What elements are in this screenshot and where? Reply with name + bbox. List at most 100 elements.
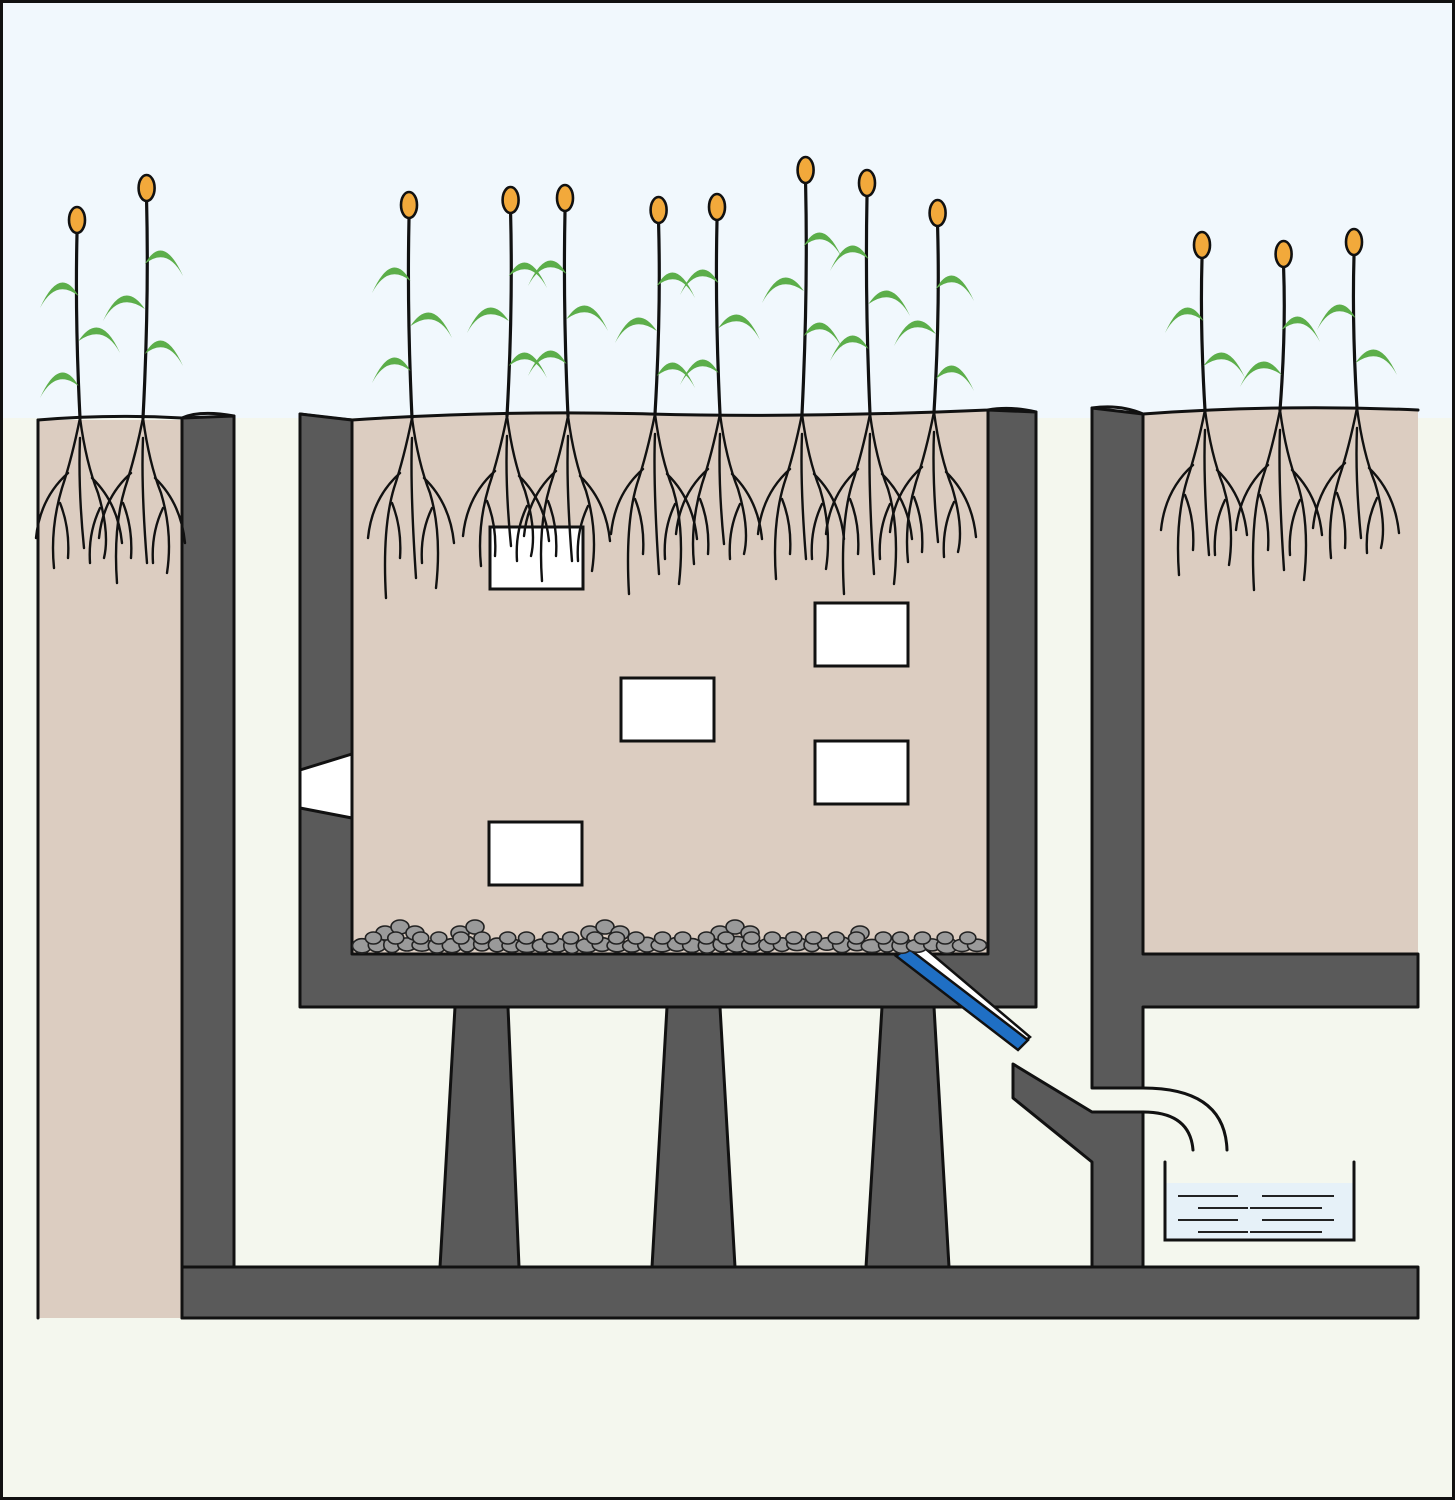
- soil-sample-block: [487, 820, 584, 887]
- plants: [34, 155, 1401, 600]
- soil-sample-block: [488, 525, 585, 591]
- root: [841, 412, 872, 596]
- root: [1215, 468, 1249, 537]
- seed-head: [501, 185, 520, 215]
- plant: [1311, 227, 1401, 560]
- leaf: [830, 335, 869, 361]
- pebble: [913, 931, 932, 945]
- plant: [824, 168, 914, 596]
- support-leg-3: [864, 1005, 951, 1269]
- root: [51, 416, 82, 570]
- root: [78, 436, 86, 550]
- root: [718, 412, 748, 556]
- root: [698, 497, 710, 556]
- root: [78, 416, 108, 560]
- root: [848, 497, 860, 556]
- pebble: [891, 931, 910, 945]
- pebble: [673, 931, 692, 945]
- root: [410, 416, 440, 590]
- water-lines: [1178, 1195, 1334, 1233]
- seed-head: [796, 155, 815, 185]
- root: [505, 434, 513, 548]
- lysimeter-container: [298, 408, 1038, 1009]
- root: [121, 501, 133, 560]
- pebble: [517, 931, 536, 945]
- root: [810, 502, 824, 561]
- root: [912, 495, 924, 554]
- leaf: [935, 365, 974, 391]
- leaf: [508, 262, 547, 288]
- root: [141, 436, 149, 565]
- root: [868, 412, 898, 586]
- root: [653, 412, 683, 586]
- root: [517, 474, 551, 543]
- leaf: [528, 350, 567, 376]
- plant: [522, 183, 612, 583]
- leaf: [1281, 316, 1320, 342]
- leaf: [40, 372, 79, 398]
- root: [800, 432, 808, 561]
- pebble: [541, 931, 560, 945]
- leaf: [868, 290, 910, 316]
- pebble: [874, 931, 893, 945]
- root: [728, 502, 742, 561]
- pebble: [959, 931, 977, 945]
- root: [1176, 408, 1207, 577]
- leaf: [103, 295, 145, 321]
- root: [1251, 408, 1282, 592]
- root: [1355, 426, 1363, 540]
- root: [626, 412, 657, 596]
- leaf: [528, 260, 567, 286]
- leaf: [680, 269, 719, 295]
- root: [390, 501, 402, 560]
- leaf: [803, 322, 842, 348]
- leaf: [718, 314, 760, 340]
- root: [522, 469, 558, 538]
- leaf: [656, 362, 695, 388]
- leaf: [615, 317, 657, 343]
- leaf: [830, 245, 869, 271]
- leaf: [410, 312, 452, 338]
- root: [1278, 428, 1286, 572]
- pebble: [785, 931, 803, 945]
- root: [539, 414, 570, 583]
- seed-head: [928, 198, 947, 228]
- leaf: [680, 359, 719, 385]
- access-port: [298, 751, 354, 820]
- leaf: [935, 275, 974, 301]
- root: [888, 465, 924, 534]
- root: [546, 499, 558, 558]
- root: [97, 471, 133, 540]
- root: [58, 501, 70, 560]
- root: [1278, 408, 1308, 582]
- pebble: [411, 931, 430, 945]
- root: [756, 467, 792, 536]
- pebble: [386, 931, 405, 945]
- drain-collector: [1011, 1062, 1145, 1269]
- root: [1335, 491, 1347, 550]
- plant: [1159, 230, 1249, 577]
- plant: [97, 173, 187, 585]
- leaf: [144, 250, 183, 276]
- root: [153, 476, 187, 545]
- root: [633, 497, 645, 556]
- support-leg-2: [650, 1005, 737, 1269]
- seed-head: [649, 195, 668, 225]
- pebble: [847, 931, 866, 945]
- ground-surface-left: [36, 411, 236, 422]
- root: [880, 472, 914, 541]
- root: [674, 467, 710, 536]
- root: [905, 410, 936, 564]
- leaf: [762, 277, 804, 303]
- root: [1367, 466, 1401, 535]
- root: [1365, 496, 1379, 555]
- seed-head: [1344, 227, 1364, 257]
- leaf: [144, 340, 183, 366]
- root: [1183, 493, 1195, 552]
- seed-head: [555, 183, 575, 213]
- root: [420, 506, 434, 565]
- pebble: [452, 931, 470, 945]
- root: [1203, 428, 1211, 557]
